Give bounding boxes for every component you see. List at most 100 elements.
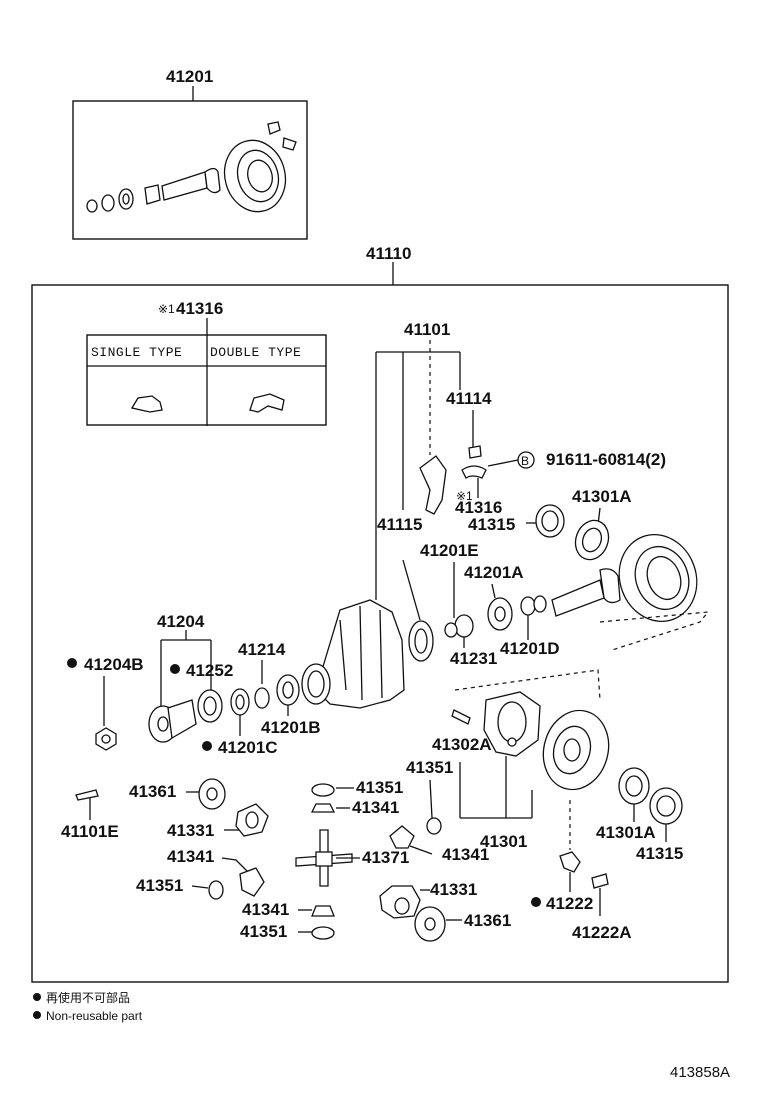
- plate-41316: [461, 465, 487, 479]
- pinion-shaft-41371: [295, 829, 353, 887]
- label-41110: 41110: [366, 244, 411, 263]
- legend-dot-jp: [33, 993, 41, 1001]
- non-reusable-mark-41222: [531, 897, 541, 907]
- label-41101E: 41101E: [61, 822, 119, 841]
- label-41351-a: 41351: [406, 758, 453, 777]
- leader-41301: [459, 756, 533, 819]
- pinion-gear-main: [551, 568, 621, 617]
- note-mark-2: ※1: [456, 489, 473, 503]
- leader-41101: 41101: [375, 320, 461, 600]
- plate-type-table: ※1 41316 SINGLE TYPE DOUBLE TYPE: [86, 299, 327, 426]
- label-41301: 41301: [480, 832, 527, 851]
- bolt-41302A: [451, 709, 471, 725]
- label-41341-c: 41341: [442, 845, 489, 864]
- pinion-gear-41341-d: [311, 905, 335, 917]
- bearing-race-41201D: [533, 595, 547, 613]
- seal-41201C: [230, 688, 250, 716]
- washer-41351-c: [208, 880, 224, 900]
- label-41204: 41204: [157, 612, 205, 631]
- shim-41201D: [520, 596, 536, 616]
- legend-text-en: Non-reusable part: [46, 1009, 143, 1023]
- nut-41204B: [95, 727, 117, 751]
- label-41316-top: 41316: [176, 299, 223, 318]
- ring-gear-main: [618, 534, 698, 622]
- bearing-41301A-bottom: [618, 767, 650, 805]
- pin-41101E: [75, 789, 99, 801]
- washer-41201E: [444, 622, 458, 638]
- label-41361-b: 41361: [464, 911, 511, 930]
- bearing-41201B: [276, 674, 300, 706]
- label-41315-bottom: 41315: [636, 844, 683, 863]
- ring-gear-guide-dashed: [599, 611, 710, 651]
- side-gear-41331-a: [235, 803, 269, 837]
- label-41341-d: 41341: [242, 900, 289, 919]
- label-41114: 41114: [446, 389, 492, 408]
- leader-41204: [160, 630, 212, 710]
- collapsible-spacer-41201A: [487, 597, 513, 631]
- pinion-gear-41341-a: [310, 803, 336, 813]
- diff-case-41301-right: [542, 709, 610, 791]
- cover-bracket-41101: [419, 455, 447, 515]
- label-41341-b: 41341: [167, 847, 214, 866]
- label-41302A: 41302A: [432, 735, 492, 754]
- non-reusable-mark-41252: [170, 664, 180, 674]
- legend-dot-en: [33, 1011, 41, 1019]
- label-41231: 41231: [450, 649, 497, 668]
- washer-41351-a: [426, 817, 442, 835]
- companion-flange-41204: [148, 699, 197, 743]
- label-41301A-top: 41301A: [572, 487, 632, 506]
- label-41115: 41115: [377, 515, 422, 534]
- label-41315-top: 41315: [468, 515, 515, 534]
- pinion-gear-41341-b: [239, 867, 265, 897]
- label-41331-a: 41331: [167, 821, 214, 840]
- label-41201: 41201: [166, 67, 213, 86]
- note-mark-1: ※1: [158, 302, 175, 316]
- diagram-code: 413858A: [670, 1064, 730, 1081]
- diff-guide-dashed: [454, 669, 601, 701]
- oil-slinger-41252: [197, 689, 223, 723]
- carrier-housing-41101: [301, 599, 405, 709]
- oil-seal-41315-bottom: [649, 787, 683, 825]
- label-41201D: 41201D: [500, 639, 560, 658]
- label-41222: 41222: [546, 894, 593, 913]
- label-41341-a: 41341: [352, 798, 399, 817]
- pin-41302A: [507, 737, 517, 747]
- pinion-gear-41341-c: [389, 825, 415, 849]
- label-41316-mid: 41316: [455, 498, 502, 517]
- ring-gear-drawing: [223, 121, 297, 213]
- callout-b-mark: B: [521, 454, 529, 468]
- callout-91611: B 91611-60814(2): [487, 450, 666, 469]
- oil-seal-41315-top: [535, 504, 565, 538]
- side-gear-41331-b: [379, 885, 421, 919]
- legend-text-jp: 再使用不可部品: [46, 990, 130, 1005]
- label-41331-b: 41331: [430, 880, 477, 899]
- label-41201E: 41201E: [420, 541, 479, 560]
- label-41204B: 41204B: [84, 655, 144, 674]
- label-41214: 41214: [238, 640, 286, 659]
- label-41252: 41252: [186, 661, 233, 680]
- label-41351-b: 41351: [356, 778, 403, 797]
- label-41222A: 41222A: [572, 923, 632, 942]
- bearing-41301A-top: [574, 519, 610, 561]
- bolt-41222A: [591, 873, 609, 889]
- table-header-single-type: SINGLE TYPE: [91, 345, 182, 360]
- leader-41341-b: [221, 857, 249, 873]
- lock-plate-41222: [559, 851, 581, 873]
- label-41201B: 41201B: [261, 718, 321, 737]
- bolt-41114: [468, 445, 482, 459]
- single-type-plate-icon: [130, 395, 163, 413]
- seal-41115: [408, 620, 434, 662]
- washer-41214: [254, 687, 270, 709]
- thrust-washer-41361-b: [414, 906, 446, 942]
- label-41301A-bottom: 41301A: [596, 823, 656, 842]
- legend-notes: 再使用不可部品 Non-reusable part: [33, 990, 143, 1023]
- non-reusable-mark-41204B: [67, 658, 77, 668]
- washer-41351-b: [311, 783, 335, 797]
- thrust-washer-41361-a: [198, 778, 226, 810]
- differential-carrier-box: 41110: [31, 244, 729, 983]
- non-reusable-mark-41201C: [202, 741, 212, 751]
- label-41351-d: 41351: [240, 922, 287, 941]
- label-41371: 41371: [362, 848, 409, 867]
- double-type-plate-icon: [249, 393, 285, 413]
